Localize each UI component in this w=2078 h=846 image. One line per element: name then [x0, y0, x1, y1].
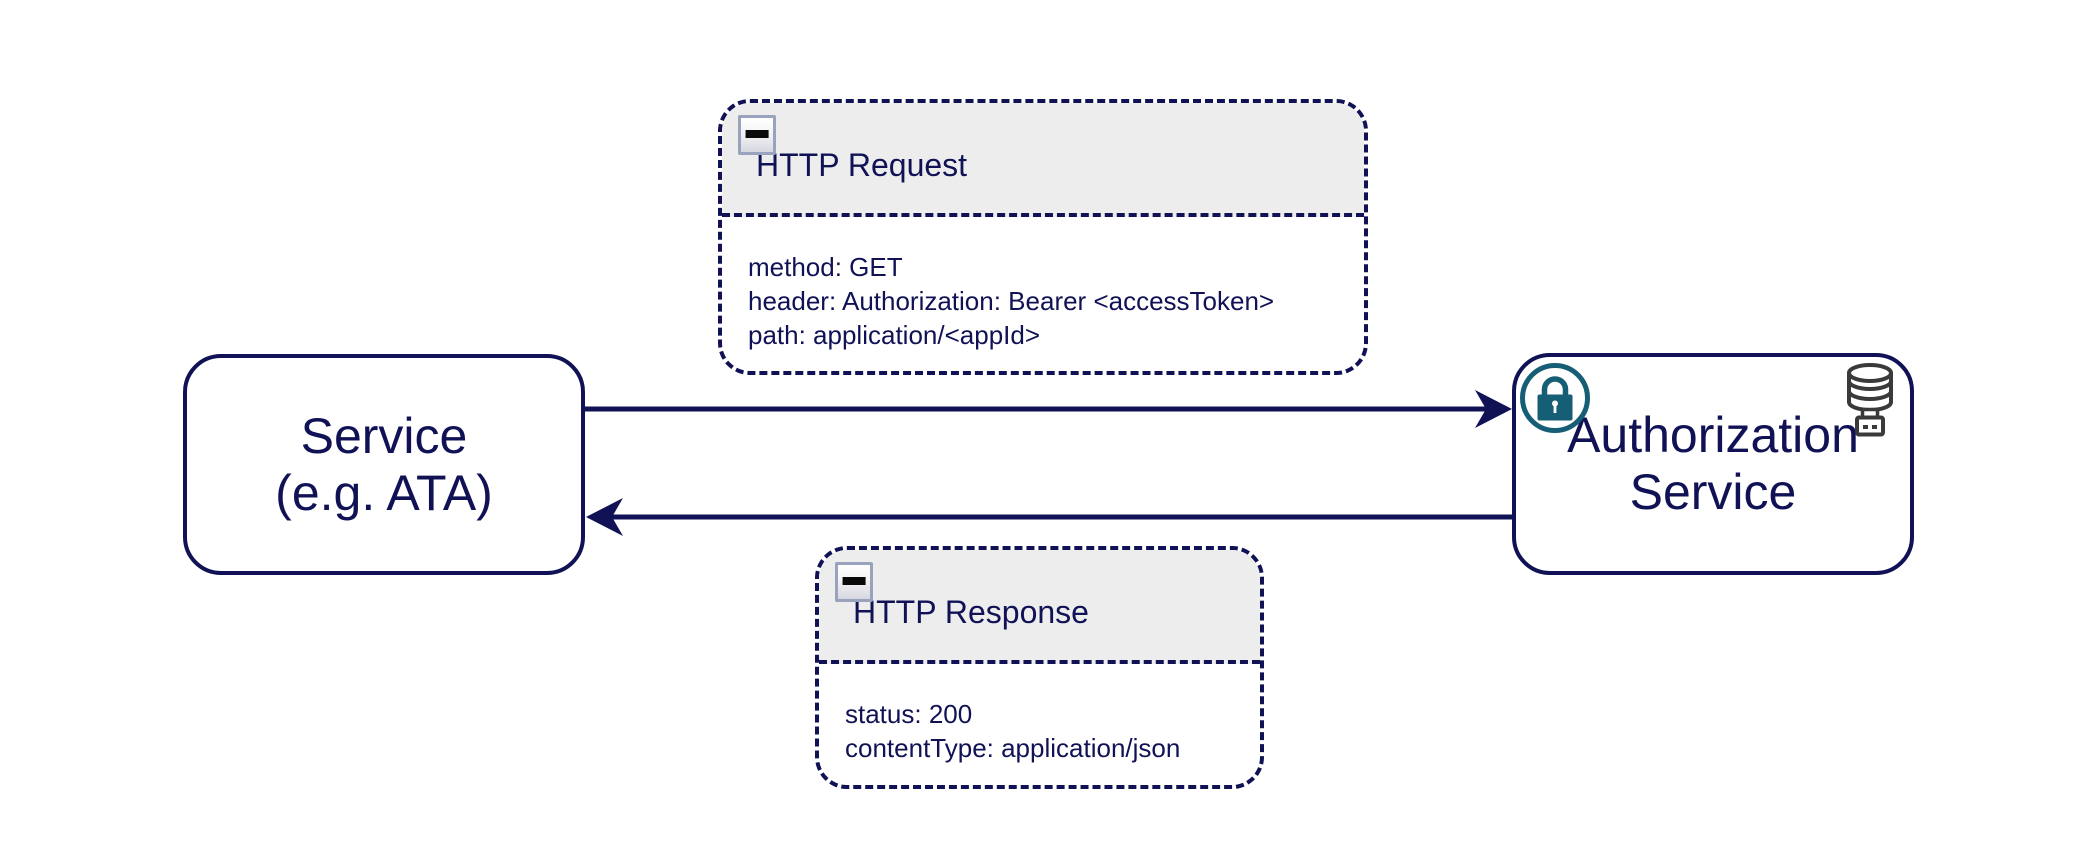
response-note-body: status: 200 contentType: application/jso… [819, 664, 1260, 765]
service-label-line1: Service [300, 407, 468, 464]
response-note-title: HTTP Response [853, 594, 1089, 630]
note-line-header: header: Authorization: Bearer <accessTok… [748, 286, 1275, 316]
note-line-path: path: application/<appId> [748, 320, 1041, 350]
service-node-label: Service (e.g. ATA) [275, 408, 493, 522]
request-arrow[interactable] [585, 390, 1512, 428]
database-icon [1847, 363, 1893, 437]
auth-node-label: Authorization Service [1567, 407, 1859, 521]
note-http-request[interactable]: − HTTP Request method: GET header: Autho… [718, 99, 1368, 375]
request-note-header: − HTTP Request [722, 103, 1364, 217]
note-line-method: method: GET [748, 252, 903, 282]
note-http-response[interactable]: − HTTP Response status: 200 contentType:… [815, 546, 1264, 789]
response-arrow[interactable] [586, 498, 1514, 536]
service-label-line2: (e.g. ATA) [275, 464, 493, 521]
lock-icon [1520, 363, 1590, 433]
auth-label-line2: Service [1629, 464, 1797, 520]
collapse-button[interactable]: − [738, 103, 776, 175]
node-authorization-service[interactable]: Authorization Service [1512, 353, 1914, 575]
response-note-header: − HTTP Response [819, 550, 1260, 664]
auth-label-line1: Authorization [1567, 407, 1859, 463]
collapse-button[interactable]: − [835, 550, 873, 622]
request-note-body: method: GET header: Authorization: Beare… [722, 217, 1364, 352]
request-note-title: HTTP Request [756, 147, 968, 183]
note-line-status: status: 200 [845, 699, 973, 729]
note-line-content-type: contentType: application/json [845, 733, 1181, 763]
node-service[interactable]: Service (e.g. ATA) [183, 354, 585, 575]
